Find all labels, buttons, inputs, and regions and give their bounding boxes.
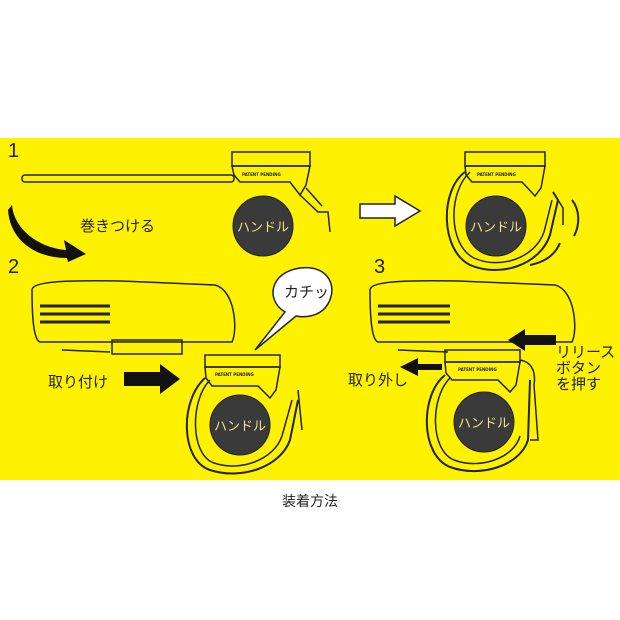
handle-2: [465, 195, 527, 257]
patent-text-4: PATENT PENDING: [458, 367, 497, 372]
light-3: [369, 280, 576, 353]
attach-label: 取り付け: [48, 373, 109, 391]
handle-label-2: ハンドル: [469, 220, 523, 236]
patent-text-2: PATENT PENDING: [477, 172, 516, 177]
release-label-1: リリース: [556, 343, 616, 361]
speech-bubble: [254, 266, 333, 351]
mount-3: [185, 354, 303, 475]
strap-bar: [21, 174, 235, 183]
step-2-number: 2: [8, 256, 20, 278]
release-label-3: を押す: [556, 375, 602, 393]
next-arrow: [359, 194, 422, 228]
release-button-arrow: [508, 329, 556, 351]
handle-label-4: ハンドル: [457, 416, 511, 432]
handle-1: [232, 195, 294, 257]
attach-arrow: [124, 364, 180, 394]
patent-text-3: PATENT PENDING: [215, 372, 254, 377]
release-label-2: ボタン: [556, 359, 602, 377]
handle-label-1: ハンドル: [236, 220, 290, 236]
detach-arrow: [400, 358, 442, 376]
step-3-number: 3: [374, 256, 386, 278]
click-sound-label: カチッ: [284, 283, 330, 301]
handle-label-3: ハンドル: [213, 419, 267, 435]
wrap-label: 巻きつける: [80, 217, 156, 235]
rotate-arrow-down: [571, 199, 580, 237]
mount-1: [231, 151, 331, 233]
rotate-arrow-up: [529, 242, 561, 266]
handle-3: [209, 394, 271, 456]
mount-2: [445, 151, 564, 272]
detach-label: 取り外し: [348, 371, 409, 389]
handle-4: [453, 391, 515, 453]
wrap-arrow: [8, 205, 86, 262]
step-1-number: 1: [8, 140, 20, 162]
light-2: [31, 280, 236, 355]
caption: 装着方法: [282, 494, 338, 510]
patent-text-1: PATENT PENDING: [242, 172, 281, 177]
mount-4: [425, 349, 539, 473]
